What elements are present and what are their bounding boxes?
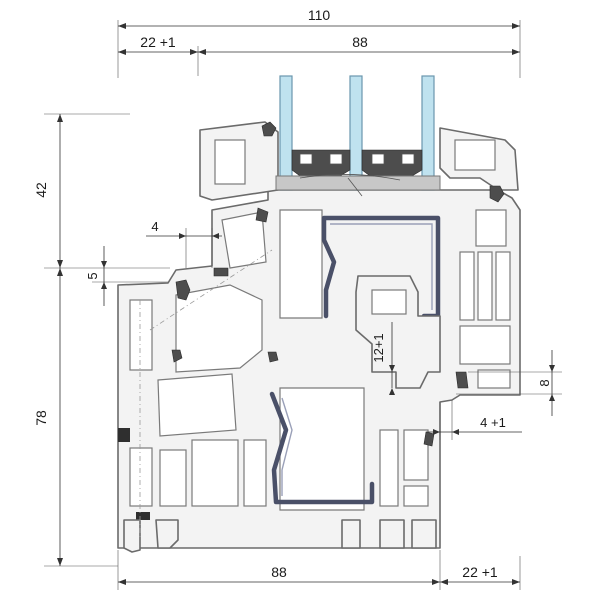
- spacer-notch: [401, 153, 415, 165]
- chamber: [191, 439, 239, 507]
- chamber: [279, 209, 323, 319]
- glass-unit: [275, 75, 441, 197]
- foot: [341, 519, 361, 549]
- chamber: [243, 439, 267, 507]
- chamber: [477, 369, 511, 389]
- chamber: [279, 387, 365, 511]
- chamber: [477, 251, 493, 321]
- center-line: [149, 249, 273, 331]
- chamber: [129, 447, 153, 507]
- dimension-lines: [44, 20, 562, 590]
- gasket: [213, 267, 229, 277]
- glazing-block-line: [299, 174, 401, 181]
- glass-pane: [279, 75, 293, 191]
- dim-label-bottom-right: 22 +1: [462, 564, 498, 580]
- glass-pane: [349, 75, 363, 191]
- glass-pane: [421, 75, 435, 191]
- glazing-block-line: [347, 177, 363, 197]
- chamber: [475, 209, 507, 247]
- chamber: [371, 289, 407, 315]
- steel-inner-line: [330, 223, 433, 310]
- gasket: [136, 512, 150, 520]
- chamber: [403, 429, 429, 481]
- chamber: [454, 139, 496, 171]
- gasket: [171, 349, 183, 363]
- steel-inner-line: [281, 397, 293, 496]
- frame-feet: [123, 519, 437, 553]
- dim-label-top-left: 22 +1: [140, 34, 176, 50]
- gasket: [255, 207, 269, 223]
- chamber: [379, 429, 399, 507]
- dim-label-top-overall: 110: [308, 7, 331, 23]
- chamber: [495, 251, 511, 321]
- dim-label-4: 4: [151, 219, 158, 234]
- dim-label-5: 5: [85, 272, 100, 279]
- dim-label-bottom-left: 88: [271, 564, 287, 580]
- gasket: [489, 185, 505, 203]
- arrowheads: [118, 49, 520, 55]
- arrowheads: [433, 429, 459, 435]
- foot: [155, 519, 179, 549]
- chamber: [175, 284, 263, 373]
- chamber: [129, 299, 153, 371]
- chamber: [459, 325, 511, 365]
- foot: [411, 519, 437, 549]
- dim-label-left-upper: 42: [33, 182, 49, 198]
- gasket: [175, 279, 191, 301]
- spacer-notch: [329, 153, 343, 165]
- gasket: [118, 428, 130, 442]
- dimension-labels: 110 22 +1 88 42 78 5 4 12+1 8 4 +1 88 22…: [33, 7, 552, 580]
- chamber: [221, 211, 267, 269]
- gasket: [261, 121, 277, 137]
- dim-label-4-plus-1: 4 +1: [480, 415, 506, 430]
- chamber: [403, 485, 429, 507]
- gaskets: [118, 121, 505, 520]
- chamber: [459, 251, 475, 321]
- spacer-notch: [371, 153, 385, 165]
- gasket: [267, 351, 279, 363]
- spacer-notch: [299, 153, 313, 165]
- chamber: [157, 373, 237, 437]
- arrowheads: [389, 365, 395, 395]
- frame-chambers: [129, 139, 511, 511]
- dim-label-left-lower: 78: [33, 410, 49, 426]
- dim-label-top-right: 88: [352, 34, 368, 50]
- chamber: [159, 449, 187, 507]
- arrowheads: [118, 579, 520, 585]
- dim-label-12-plus-1: 12+1: [371, 333, 386, 362]
- foot: [123, 519, 141, 553]
- foot: [379, 519, 405, 549]
- gasket: [455, 371, 469, 389]
- gasket: [423, 431, 435, 447]
- steel-reinforcement-lower: [269, 391, 375, 505]
- arrowheads: [101, 261, 107, 289]
- profile-drawing: [117, 75, 521, 553]
- chamber: [214, 139, 246, 185]
- dim-label-8: 8: [537, 379, 552, 386]
